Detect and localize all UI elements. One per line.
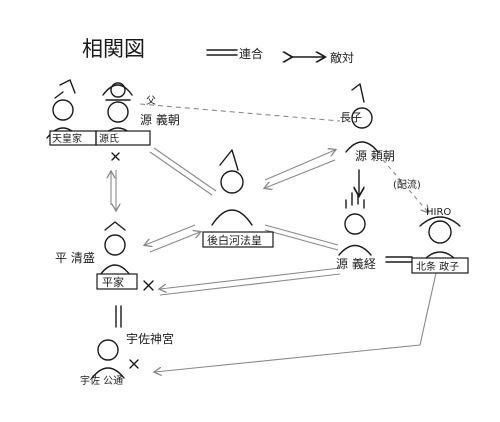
genji-goshirakawa-line-1 [149, 151, 213, 196]
kiyomori-figure [99, 221, 131, 276]
exile-dashed-arrow [382, 159, 428, 212]
kinmichi-label: 宇佐 公通 [80, 374, 123, 387]
usa-jingu-label: 宇佐神宮 [126, 331, 174, 346]
masako-kinmichi-arrow [155, 272, 437, 372]
tennou-genji-labelbox [49, 130, 151, 146]
kiyomori-label: 平 清盛 [55, 250, 95, 265]
father-label: 父 [146, 95, 156, 107]
heike-labelbox [96, 273, 138, 290]
x-marks [111, 152, 154, 369]
go-kiyomori-arrow-1 [145, 224, 196, 245]
father-dashed-line [139, 103, 341, 122]
usa-figure [91, 339, 125, 379]
cross-mark-usa [129, 359, 139, 369]
heike-label: 平家 [102, 275, 124, 289]
cross-mark-heike [143, 280, 154, 291]
goshirakawa-labelbox [202, 231, 274, 248]
legend: 連合 敵対 [206, 46, 354, 65]
tennou-figure [46, 79, 80, 139]
go-yoritomo-arrow-2 [265, 159, 336, 188]
yoshitsune-label: 源 義経 [336, 256, 376, 271]
genji-label: 源氏 [99, 132, 119, 145]
masako-labelbox [411, 257, 469, 274]
diagram-title: 相関図 [82, 37, 145, 61]
exile-label: (配流) [393, 178, 421, 191]
go-yoshitsune-line-1 [264, 224, 339, 246]
masako-figure [419, 216, 461, 263]
yoshitsune-figure [338, 192, 372, 256]
masako-label: 北条 政子 [416, 260, 459, 273]
yoritomo-label: 源 頼朝 [355, 149, 395, 163]
goshirakawa-label: 後白河法皇 [207, 233, 262, 247]
genji-goshirakawa-line-2 [153, 147, 217, 192]
go-yoshitsune-line-2 [264, 229, 339, 251]
yoshitsune-heike-arrow-1 [160, 267, 341, 289]
yoshitsune-heike-line-2 [159, 273, 341, 296]
goshirakawa-figure [211, 149, 253, 226]
hiro-tag: HIRO [426, 207, 451, 218]
yoritomo-figure [345, 83, 379, 153]
tennou-label: 天皇家 [52, 132, 82, 145]
yoshitomo-figure [100, 82, 136, 139]
cross-mark-genji [111, 152, 120, 161]
go-kiyomori-arrow-2 [149, 232, 200, 253]
eldest-son-label: 長子 [340, 111, 362, 124]
legend-alliance-label: 連合 [239, 46, 263, 61]
yoshitomo-label: 源 義朝 [140, 112, 180, 127]
legend-hostile-label: 敵対 [330, 50, 354, 65]
go-yoritomo-arrow-1 [264, 150, 335, 181]
relation-lines [111, 103, 437, 372]
